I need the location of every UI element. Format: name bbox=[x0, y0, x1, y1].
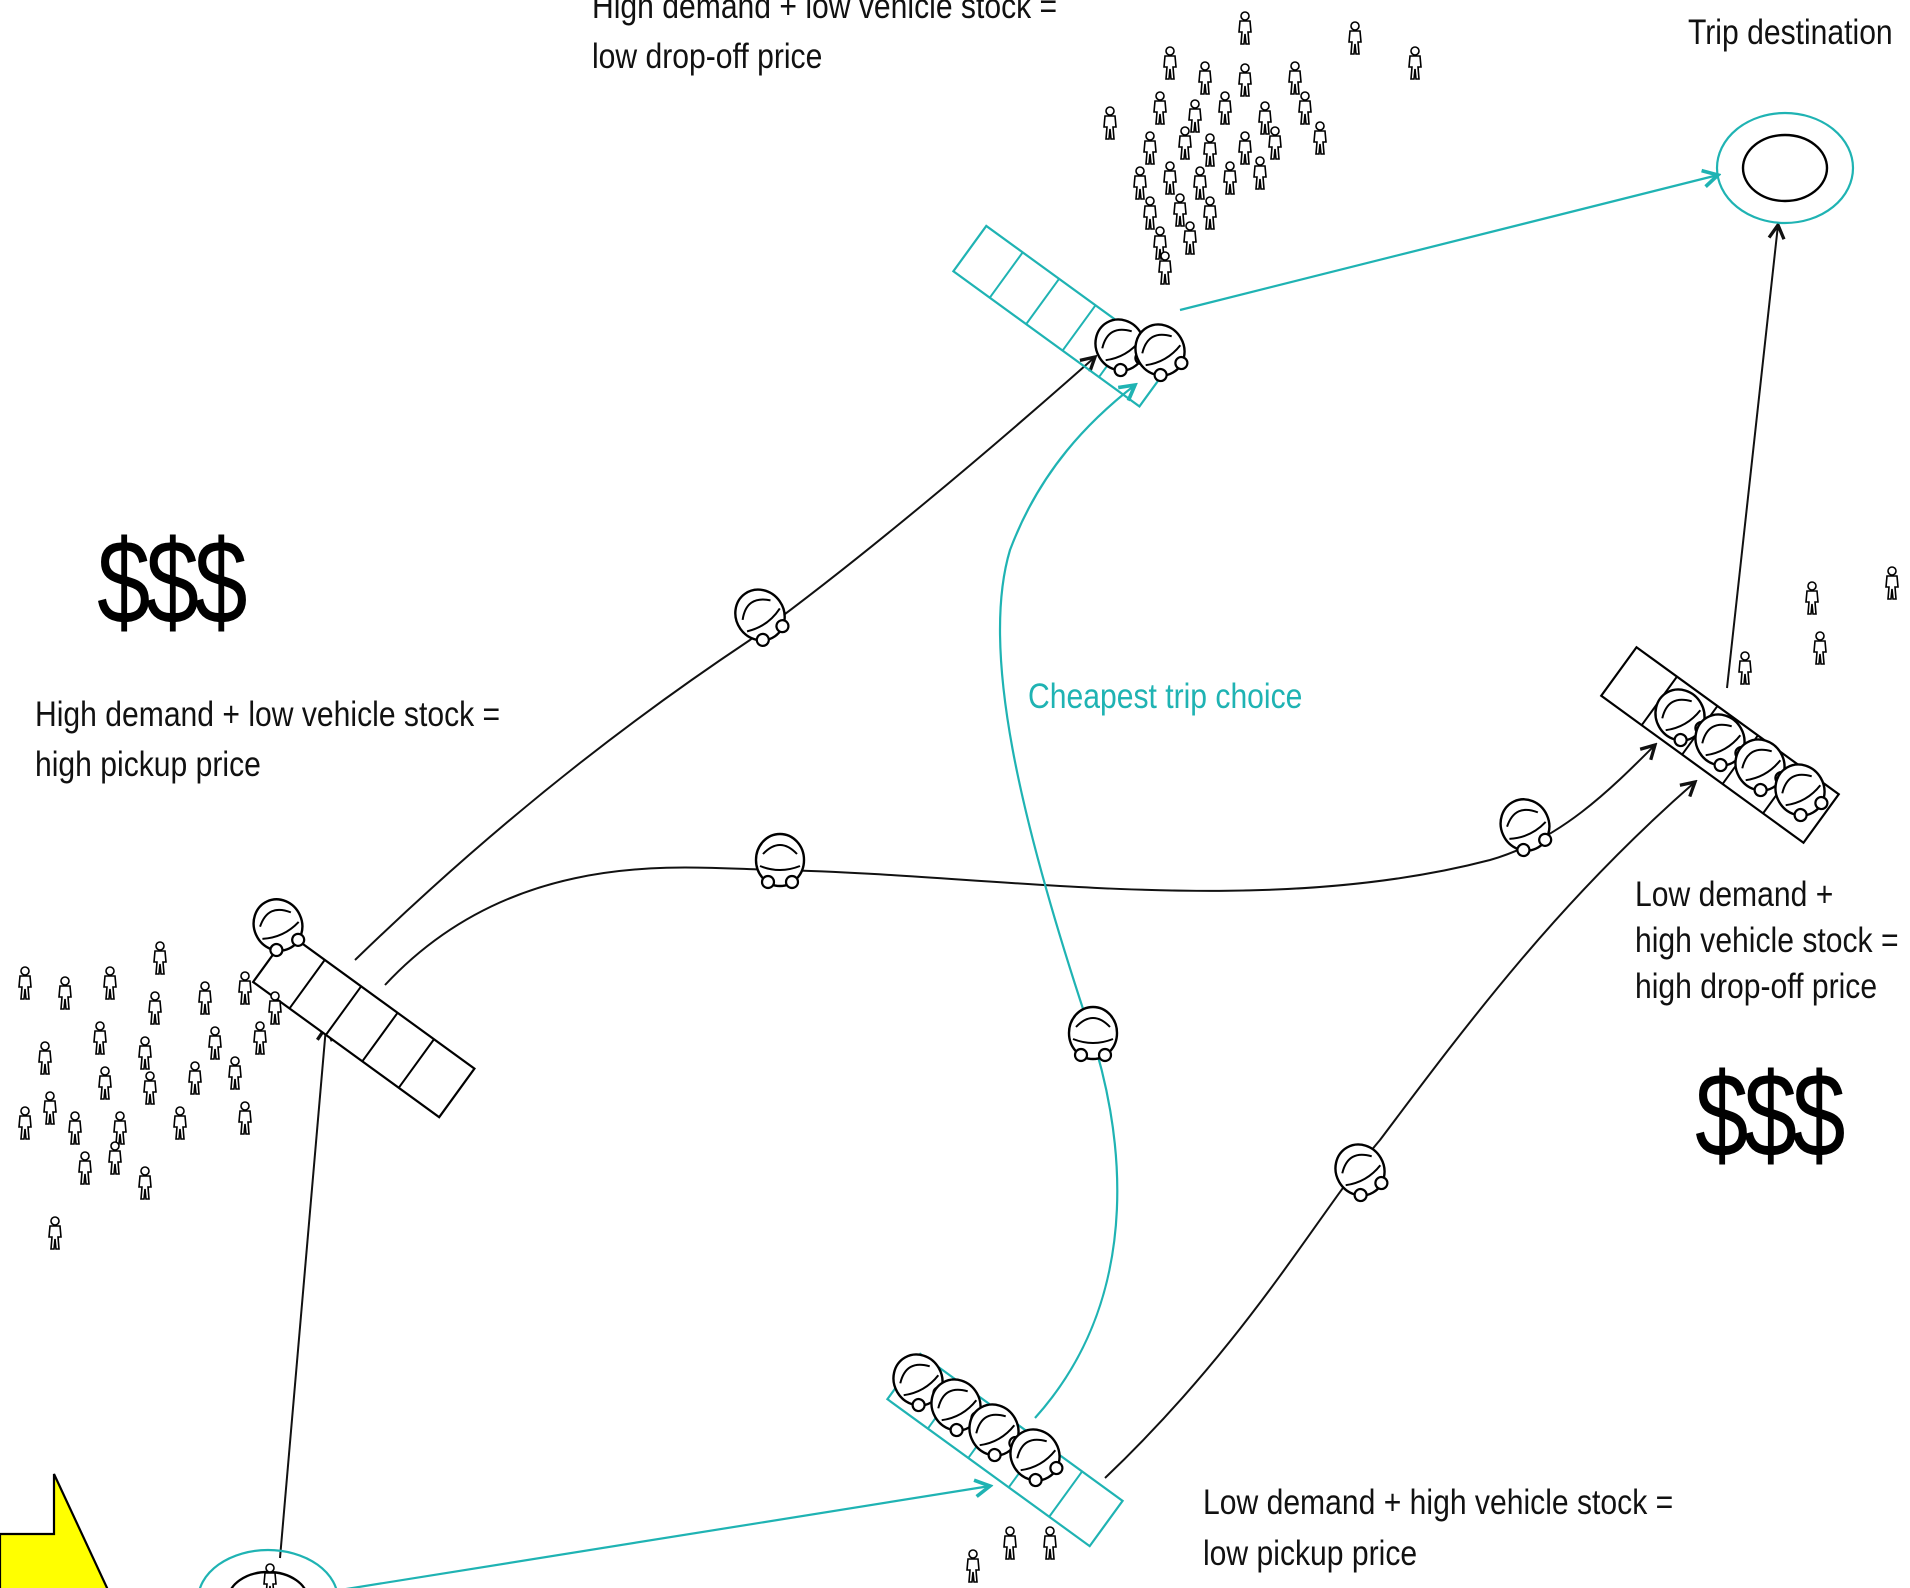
black-routes bbox=[279, 225, 1778, 1559]
route-bottom-to-top-hub-cheapest bbox=[998, 385, 1135, 1419]
left-hub-label: High demand + low vehicle stock = high p… bbox=[35, 695, 501, 784]
route-left-to-top-hub bbox=[354, 357, 1095, 961]
route-origin-to-bottom-hub bbox=[345, 1486, 990, 1588]
pedestrian-crowd-left bbox=[18, 941, 282, 1250]
destination-label: Trip destination bbox=[1688, 13, 1893, 52]
right-hub-label: Low demand + high vehicle stock = high d… bbox=[1635, 875, 1899, 1007]
route-top-hub-to-destination bbox=[1179, 175, 1718, 312]
origin-marker bbox=[0, 1473, 109, 1588]
pedestrian-crowd-top bbox=[1103, 11, 1422, 285]
bottom-hub-label: Low demand + high vehicle stock = low pi… bbox=[1203, 1483, 1674, 1573]
parking-bay-left bbox=[251, 931, 476, 1119]
parking-bay-top bbox=[951, 224, 1174, 408]
top-hub-label: High demand + low vehicle stock = low dr… bbox=[592, 0, 1058, 76]
price-right: $$$ bbox=[1695, 1048, 1846, 1182]
price-left: $$$ bbox=[97, 515, 248, 649]
route-origin-to-left-hub bbox=[279, 1027, 326, 1559]
teal-routes bbox=[345, 175, 1718, 1588]
pedestrian-crowd-right bbox=[1738, 566, 1899, 685]
route-bottom-to-right-hub bbox=[1104, 782, 1695, 1479]
destination-icon bbox=[1715, 111, 1855, 225]
pedestrian-crowd-bottom bbox=[966, 1526, 1057, 1583]
origin-icon bbox=[198, 1548, 338, 1588]
route-right-hub-to-destination bbox=[1726, 225, 1778, 689]
cheapest-trip-label: Cheapest trip choice bbox=[1028, 677, 1303, 716]
